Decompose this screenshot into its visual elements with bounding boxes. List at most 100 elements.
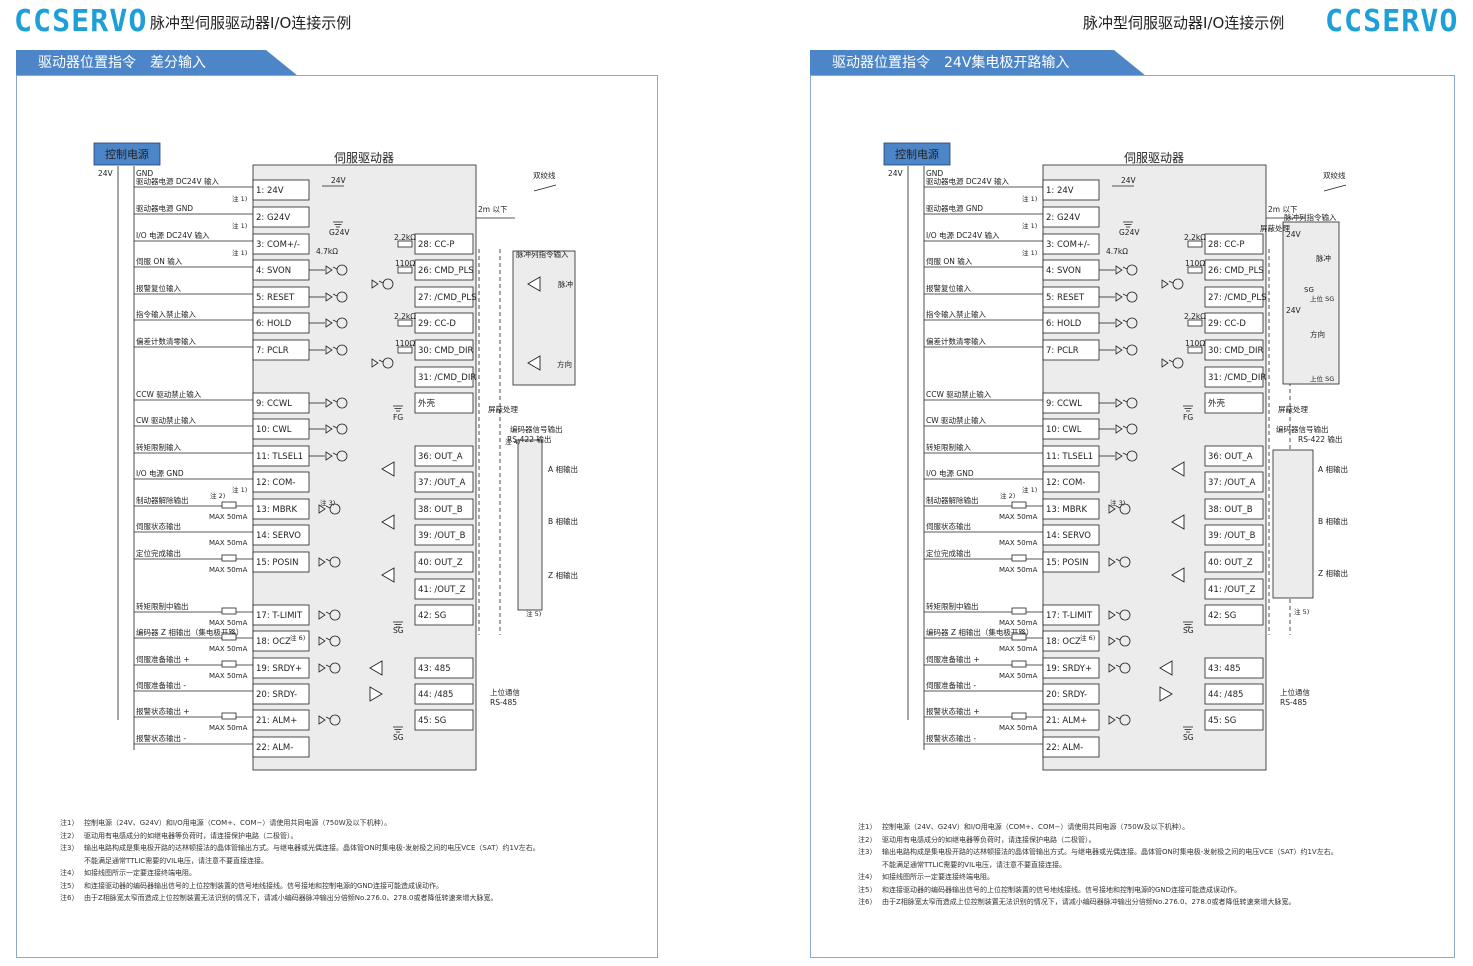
pulse-driver xyxy=(527,276,541,292)
power-box xyxy=(883,142,951,166)
footnote-tag: 注3） xyxy=(60,844,79,852)
opto-cmd-pls-led xyxy=(371,279,379,289)
footnote-text: 由于Z相脉宽太窄而造成上位控制装置无法识别的情况下，请减小编码器脉冲输出分倍频N… xyxy=(84,894,498,902)
right-pin-box-12 xyxy=(414,578,474,600)
note-mark-1c: 注 1) xyxy=(1022,248,1037,257)
left-pin-signal-6: 偏差计数清零输入 xyxy=(926,336,986,346)
opto-out-18-led xyxy=(318,715,326,725)
left-pin-label-14: 17: T-LIMIT xyxy=(256,611,303,621)
phase-z-label: Z 相输出 xyxy=(548,570,578,580)
right-pin-box-5 xyxy=(414,366,474,388)
footnote-tag: 注6） xyxy=(858,898,877,906)
twisted-pair-label: 双绞线 xyxy=(533,170,556,180)
right-pin-label-10: 39: /OUT_B xyxy=(1208,531,1256,541)
shield-label-1: 屏蔽处理 xyxy=(488,404,518,414)
left-pin-box-10 xyxy=(252,471,310,493)
footnote-text: 如接线图所示一定要连接终端电阻。 xyxy=(882,873,994,881)
opto-cmd-pls-transistor xyxy=(382,278,394,290)
opto-in-3-led xyxy=(1115,265,1123,275)
left-pin-signal-17: 伺服准备输出 - xyxy=(136,680,186,690)
footnote-6: 注6）由于Z相脉宽太窄而造成上位控制装置无法识别的情况下，请减小编码器脉冲输出分… xyxy=(858,899,1296,906)
opto-in-8-led xyxy=(1115,424,1123,434)
opto-in-8-transistor xyxy=(336,423,348,435)
max50-label-6: MAX 50mA xyxy=(999,724,1038,732)
footnote-text: 驱动用有电感成分的如继电器等负荷时，请连接保护电路（二极管）。 xyxy=(882,835,1096,844)
right-pin-box-15 xyxy=(1204,683,1264,705)
left-pin-box-12 xyxy=(1042,524,1100,546)
note-mark-1b: 注 1) xyxy=(1022,221,1037,230)
right-pin-box-1 xyxy=(1204,259,1264,281)
right-pin-label-2: 27: /CMD_PLS xyxy=(1208,293,1267,303)
right-pin-box-5 xyxy=(1204,366,1264,388)
opto-in-9-ray xyxy=(332,452,338,456)
opto-out-15-ray xyxy=(1115,637,1121,641)
footnote-tag: 注1） xyxy=(858,823,877,831)
phase-b-label: B 相输出 xyxy=(1318,516,1348,526)
left-pin-signal-16: 伺服准备输出 + xyxy=(136,654,190,664)
right-pin-label-9: 38: OUT_B xyxy=(418,505,463,515)
left-pin-signal-0: 驱动器电源 DC24V 输入 xyxy=(136,176,219,186)
footnote-tag: 注5） xyxy=(858,885,877,894)
pulse-input-box xyxy=(512,250,576,386)
footnote-6: 注6）由于Z相脉宽太窄而造成上位控制装置无法识别的情况下，请减小编码器脉冲输出分… xyxy=(60,895,498,902)
opto-in-6-transistor xyxy=(1126,344,1138,356)
left-pin-box-13 xyxy=(252,551,310,573)
dir-driver xyxy=(527,355,541,371)
right-pin-box-11 xyxy=(414,551,474,573)
opto-out-16-led xyxy=(318,663,326,673)
max50-label-5: MAX 50mA xyxy=(999,672,1038,680)
line-driver-z xyxy=(381,567,395,583)
right-pin-box-14 xyxy=(1204,657,1264,679)
footnote-4: 注4）如接线图所示一定要连接终端电阻。 xyxy=(60,870,196,877)
opto-in-3-ray xyxy=(1122,266,1128,270)
left-pin-signal-14: 转矩限制中输出 xyxy=(926,601,979,611)
r-cc-label-2: 2.2kΩ xyxy=(1184,312,1206,321)
left-pin-box-15 xyxy=(1042,630,1100,652)
left-pin-signal-10: I/O 电源 GND xyxy=(926,468,974,478)
left-pin-label-10: 12: COM- xyxy=(1046,478,1085,488)
opto-in-5-ray xyxy=(1122,319,1128,323)
pulse-label: 脉冲 xyxy=(1316,253,1331,263)
note-mark-4: 注 4) xyxy=(505,437,520,446)
r-cc-1 xyxy=(397,240,413,248)
opto-out-14-led xyxy=(1108,610,1116,620)
phase-a-label: A 相输出 xyxy=(1318,464,1348,474)
left-pin-label-15: 18: OCZ xyxy=(256,637,291,647)
output-resistor-15 xyxy=(1011,633,1027,641)
right-pin-label-16: 45: SG xyxy=(418,716,446,726)
left-pin-label-2: 3: COM+/- xyxy=(1046,240,1090,250)
right-pin-label-15: 44: /485 xyxy=(1208,690,1243,700)
footnote-text: 如接线图所示一定要连接终端电阻。 xyxy=(84,869,196,877)
opto-cmd-pls-transistor xyxy=(1172,278,1184,290)
left-pin-box-1 xyxy=(252,206,310,228)
output-resistor-14 xyxy=(221,607,237,615)
opto-in-4-transistor xyxy=(1126,291,1138,303)
opto-in-5-transistor xyxy=(1126,317,1138,329)
encoder-out-box xyxy=(517,439,543,611)
left-pin-signal-10: I/O 电源 GND xyxy=(136,468,184,478)
right-pin-label-3: 29: CC-D xyxy=(418,319,456,329)
left-pin-signal-12: 伺服状态输出 xyxy=(926,521,971,531)
phase-a-label: A 相输出 xyxy=(548,464,578,474)
right-pin-box-2 xyxy=(414,286,474,308)
left-pin-label-13: 15: POSIN xyxy=(256,558,298,568)
left-pin-label-7: 9: CCWL xyxy=(256,399,292,409)
footnote-1: 注2）驱动用有电感成分的如继电器等负荷时，请连接保护电路（二极管）。 xyxy=(858,835,1096,844)
max50-label-1: MAX 50mA xyxy=(209,539,248,547)
left-pin-label-1: 2: G24V xyxy=(256,213,290,223)
right-pin-box-4 xyxy=(414,339,474,361)
left-pin-label-6: 7: PCLR xyxy=(1046,346,1079,356)
right-pin-label-16: 45: SG xyxy=(1208,716,1236,726)
r-cc-2 xyxy=(397,319,413,327)
left-pin-label-10: 12: COM- xyxy=(256,478,295,488)
opto-out-18-transistor xyxy=(329,714,341,726)
supply-label: 24V xyxy=(98,169,114,178)
output-resistor-16 xyxy=(1011,660,1027,668)
r-cc-label-1: 2.2kΩ xyxy=(394,233,416,242)
right-pin-label-8: 37: /OUT_A xyxy=(1208,478,1256,488)
right-pin-label-7: 36: OUT_A xyxy=(418,452,463,462)
doc-title-left: 脉冲型伺服驱动器I/O连接示例 xyxy=(150,14,352,32)
left-pin-label-8: 10: CWL xyxy=(1046,425,1082,435)
right-pin-box-13 xyxy=(414,604,474,626)
sg-label-2: SG xyxy=(393,733,404,742)
